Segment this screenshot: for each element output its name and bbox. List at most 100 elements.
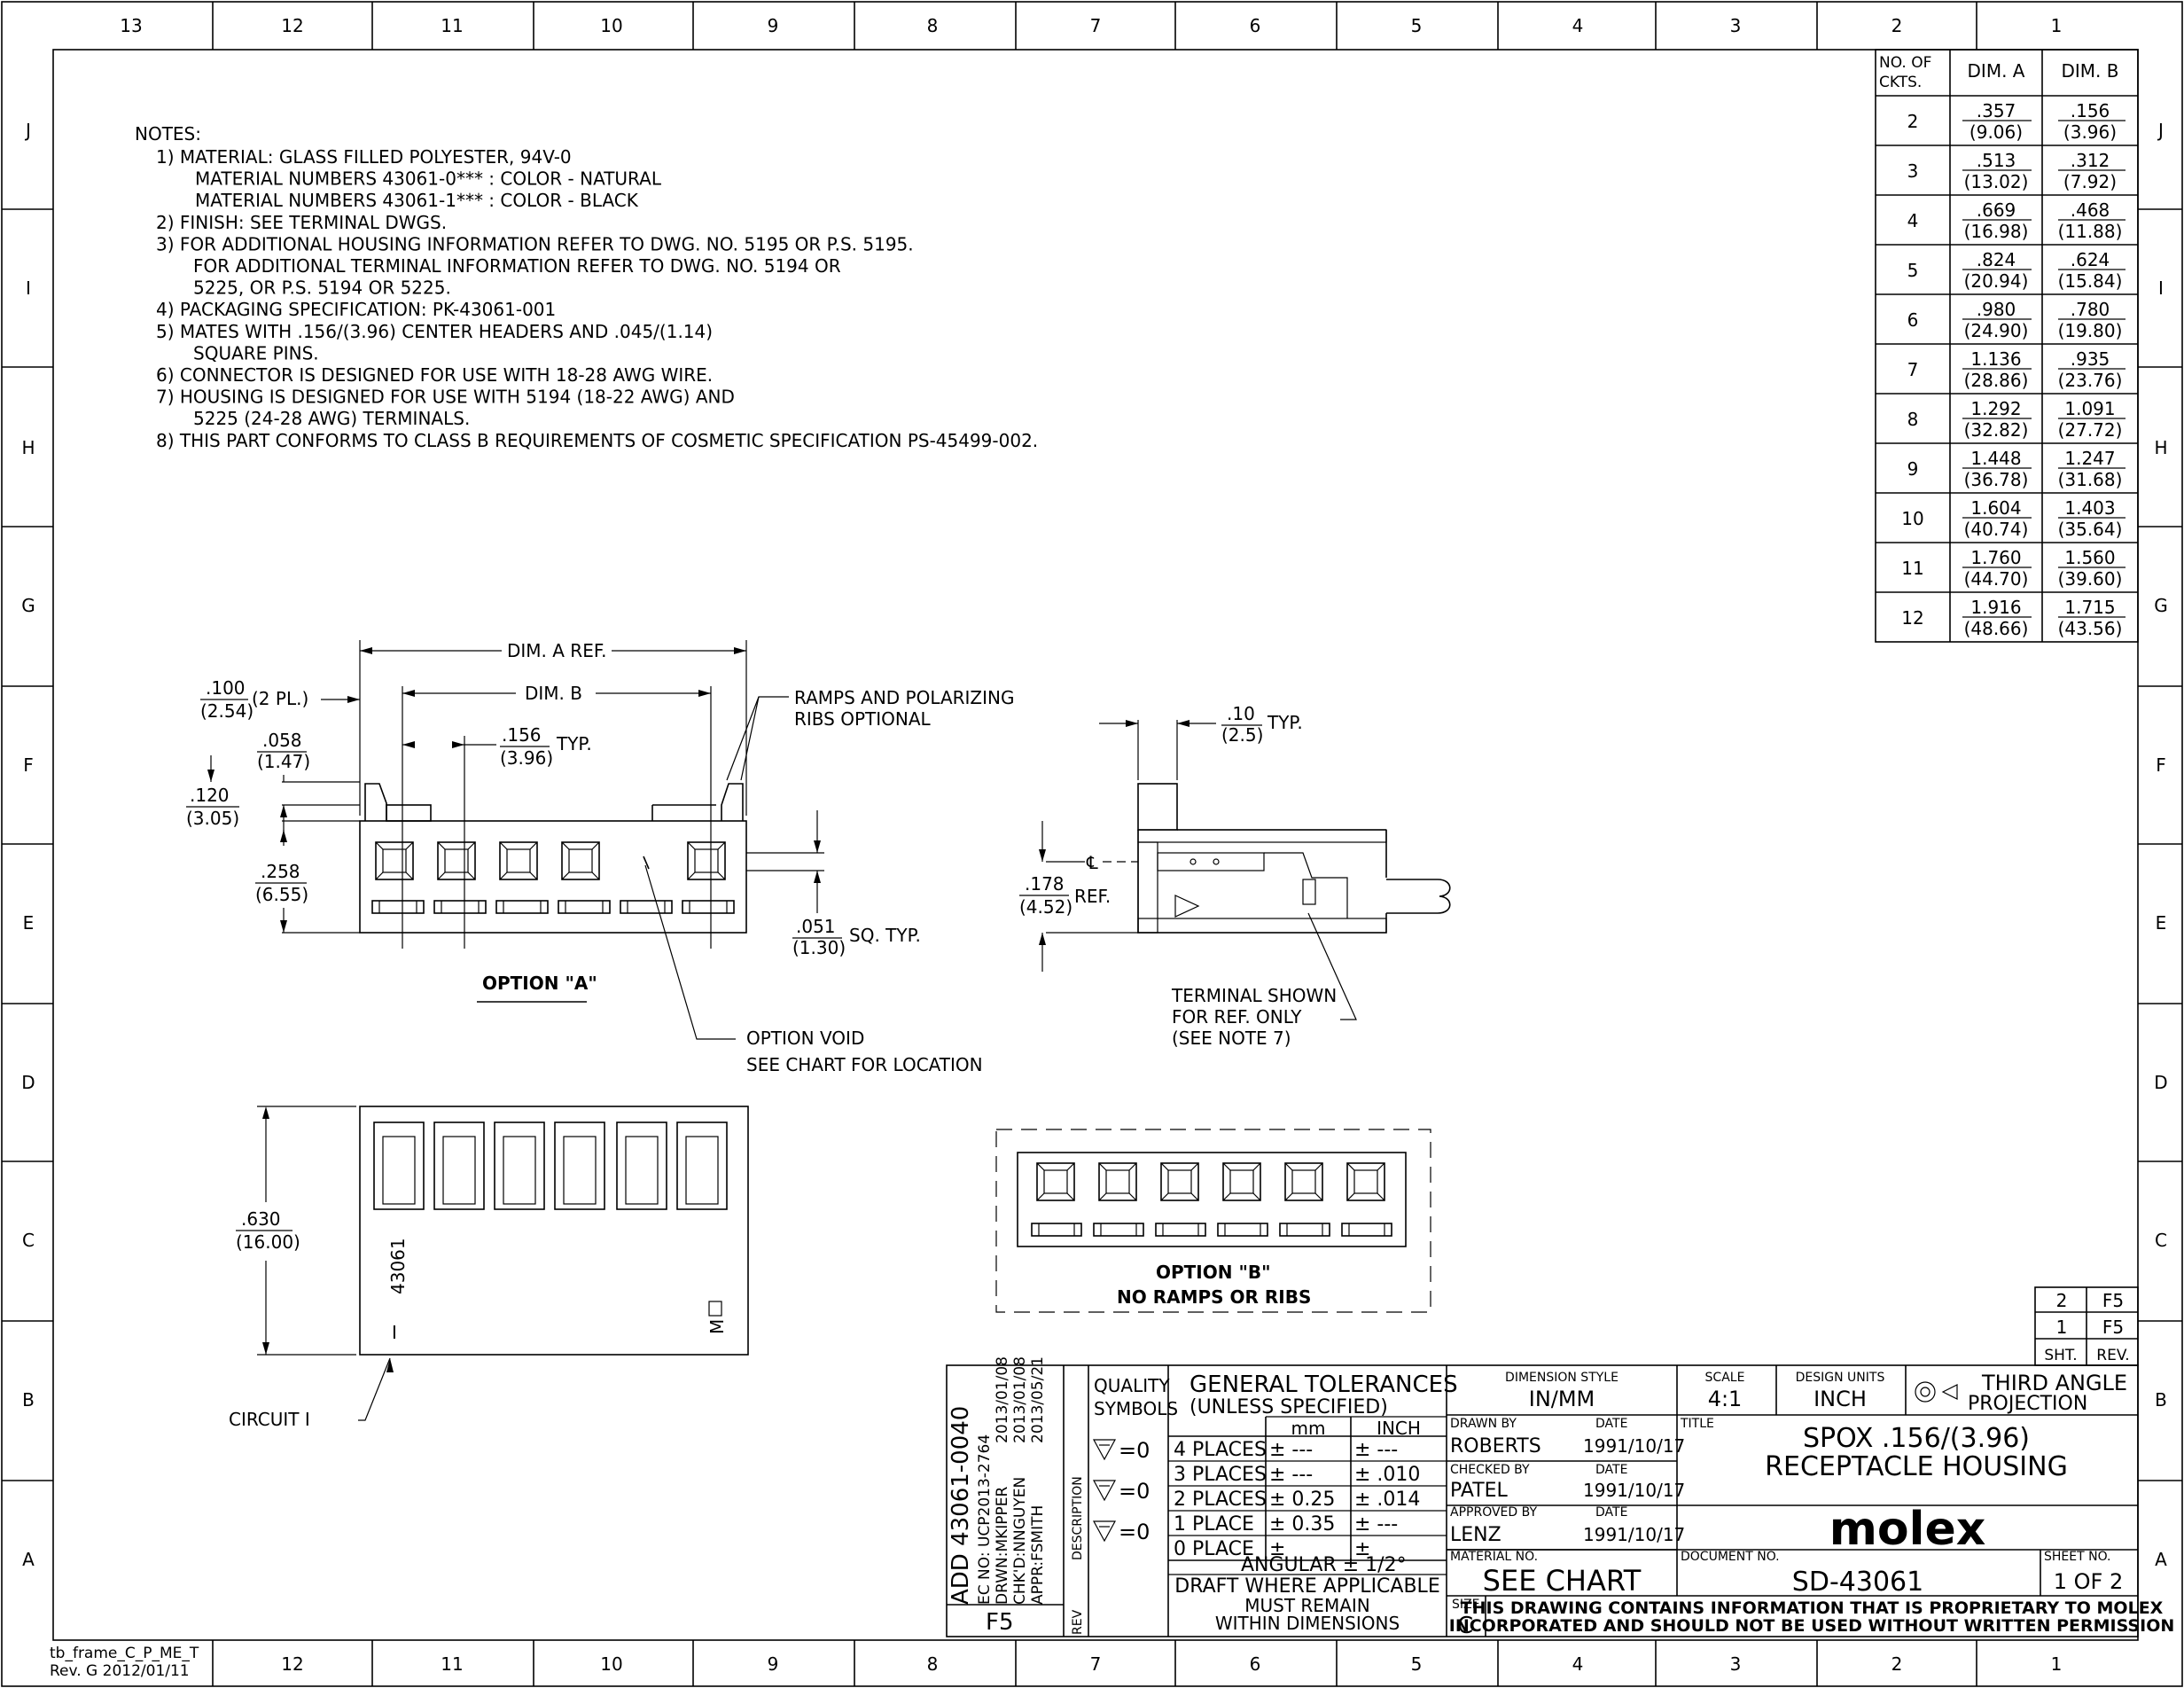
quality-symbol-icon: =0	[1092, 1520, 1150, 1544]
chart-dim-a-inch: 1.292	[1970, 398, 2021, 419]
chart-dim-b-inch: .156	[2071, 100, 2110, 121]
cavity	[554, 1121, 605, 1210]
chart-ckts-cell: 11	[1901, 558, 1923, 579]
column-label-top: 10	[600, 15, 622, 36]
approved-by: LENZ	[1450, 1524, 1502, 1546]
sheet-revision-table: 2 F5 1 F5 SHT. REV.	[2034, 1286, 2139, 1366]
note-line: 7) HOUSING IS DESIGNED FOR USE WITH 5194…	[156, 387, 735, 408]
row-label-left: H	[21, 437, 35, 458]
chart-ckts-cell: 6	[1907, 309, 1919, 331]
row-label-left: B	[22, 1389, 35, 1411]
tol-row-inch: ± .010	[1354, 1464, 1420, 1486]
rev-letter: F5	[986, 1609, 1014, 1636]
pin-window	[1284, 1162, 1323, 1201]
chart-ckts-cell: 8	[1907, 409, 1919, 430]
chart-dim-a-mm: (36.78)	[1964, 469, 2029, 490]
note-line: SQUARE PINS.	[193, 342, 319, 363]
quality-label-1: QUALITY	[1094, 1375, 1170, 1396]
molex-logo: molex	[1829, 1503, 1986, 1556]
chart-dim-b-inch: .935	[2071, 348, 2110, 370]
ramps-note-1: RAMPS AND POLARIZING	[794, 687, 1014, 708]
dim-156-value: .156	[502, 724, 542, 746]
chart-dim-b-mm: (3.96)	[2063, 121, 2117, 143]
chart-dim-b-mm: (23.76)	[2058, 370, 2123, 391]
tol-row-mm: ± ---	[1269, 1464, 1313, 1486]
chart-dim-b-mm: (7.92)	[2063, 171, 2117, 192]
bottom-view: 43061 I M .630 (16.00) CIRCUIT I	[229, 1106, 749, 1430]
pin-window	[1222, 1162, 1261, 1201]
chart-dim-a-mm: (16.98)	[1964, 221, 2029, 242]
chart-header-dim-a: DIM. A	[1968, 60, 2025, 82]
scale-label: SCALE	[1705, 1371, 1745, 1385]
checked-by-label: CHECKED BY	[1450, 1463, 1530, 1477]
rev-approved: APPR:FSMITH	[1029, 1505, 1047, 1605]
pin-window	[1098, 1162, 1137, 1201]
circuit-one-label: CIRCUIT I	[229, 1409, 310, 1430]
note-line: 5225, OR P.S. 5194 OR 5225.	[193, 277, 451, 299]
pin-window	[375, 841, 414, 880]
rev-header-rev: REV.	[2096, 1347, 2129, 1364]
chart-dim-b-mm: (31.68)	[2058, 469, 2123, 490]
tol-draft-3: WITHIN DIMENSIONS	[1215, 1613, 1400, 1634]
side-section-view: .10 (2.5) TYP. ℄ .178 (4.52) REF. TERMIN…	[1019, 703, 1451, 1049]
rev-sheet-2: 2	[2056, 1290, 2068, 1311]
title-block: ADD 43061-0040 EC NO: UCP2013-2764 DRWN:…	[946, 1356, 2174, 1639]
chart-dim-b-inch: 1.247	[2064, 448, 2115, 469]
cavity	[616, 1121, 667, 1210]
note-line: 4) PACKAGING SPECIFICATION: PK-43061-001	[156, 299, 556, 320]
quality-eq: =0	[1119, 1438, 1150, 1463]
checked-by: PATEL	[1450, 1480, 1509, 1502]
rev-sheet-1: 1	[2056, 1317, 2068, 1338]
chart-header-ckts-2: CKTS.	[1879, 74, 1922, 91]
chart-dim-a-inch: 1.448	[1970, 448, 2021, 469]
tol-row-inch: ± ---	[1354, 1513, 1398, 1536]
rev-sheet-2-rev: F5	[2102, 1290, 2124, 1311]
dim-051-sq: SQ. TYP.	[849, 925, 921, 946]
cavity	[373, 1121, 425, 1210]
chart-ckts-cell: 9	[1907, 458, 1919, 480]
chart-dim-a-mm: (32.82)	[1964, 419, 2029, 441]
dim-100-value: .100	[206, 677, 246, 699]
row-label-right: B	[2155, 1389, 2167, 1411]
pin-window	[561, 841, 600, 880]
column-label-top: 6	[1250, 15, 1261, 36]
chart-ckts-cell: 5	[1907, 260, 1919, 281]
note-line: 6) CONNECTOR IS DESIGNED FOR USE WITH 18…	[156, 364, 713, 386]
third-angle-projection-icon	[1915, 1381, 1958, 1403]
chart-dim-a-inch: 1.760	[1970, 547, 2021, 568]
dim-051-value: .051	[796, 916, 836, 937]
title-line-1: SPOX .156/(3.96)	[1803, 1423, 2030, 1454]
tol-row-label: 0 PLACE	[1174, 1538, 1254, 1560]
chart-dim-a-mm: (40.74)	[1964, 519, 2029, 540]
cavity	[494, 1121, 545, 1210]
chart-ckts-cell: 10	[1901, 508, 1923, 529]
note-line: MATERIAL NUMBERS 43061-1*** : COLOR - BL…	[195, 190, 639, 211]
row-label-left: A	[22, 1549, 35, 1570]
column-label-bottom: 7	[1090, 1653, 1102, 1675]
approved-by-label: APPROVED BY	[1450, 1505, 1537, 1520]
quality-symbol-icon: =0	[1092, 1479, 1150, 1504]
note-line: 5225 (24-28 AWG) TERMINALS.	[193, 408, 470, 429]
row-label-left: D	[21, 1072, 35, 1093]
description-label: DESCRIPTION	[1071, 1476, 1085, 1560]
option-void-2: SEE CHART FOR LOCATION	[746, 1054, 983, 1075]
row-label-right: A	[2155, 1549, 2167, 1570]
chart-dim-a-inch: 1.916	[1970, 597, 2021, 618]
row-label-left: C	[22, 1230, 35, 1251]
column-label-bottom: 1	[2051, 1653, 2063, 1675]
chart-ckts-cell: 4	[1907, 210, 1919, 231]
row-label-left: I	[26, 277, 31, 299]
row-label-right: H	[2154, 437, 2167, 458]
tol-row-mm: ± 0.35	[1269, 1513, 1335, 1536]
tol-row-mm: ±	[1269, 1538, 1285, 1560]
dim-a-ref-label: DIM. A REF.	[507, 640, 607, 661]
column-label-top: 13	[120, 15, 142, 36]
sheet-label: SHEET NO.	[2044, 1550, 2110, 1564]
chart-dim-a-inch: .513	[1977, 150, 2016, 171]
note-line: 5) MATES WITH .156/(3.96) CENTER HEADERS…	[156, 321, 713, 342]
document-label: DOCUMENT NO.	[1681, 1550, 1780, 1564]
note-line: FOR ADDITIONAL TERMINAL INFORMATION REFE…	[193, 255, 841, 277]
column-label-top: 12	[281, 15, 303, 36]
dim-058-value: .058	[262, 730, 302, 751]
dim-178-ref: REF.	[1074, 886, 1111, 907]
